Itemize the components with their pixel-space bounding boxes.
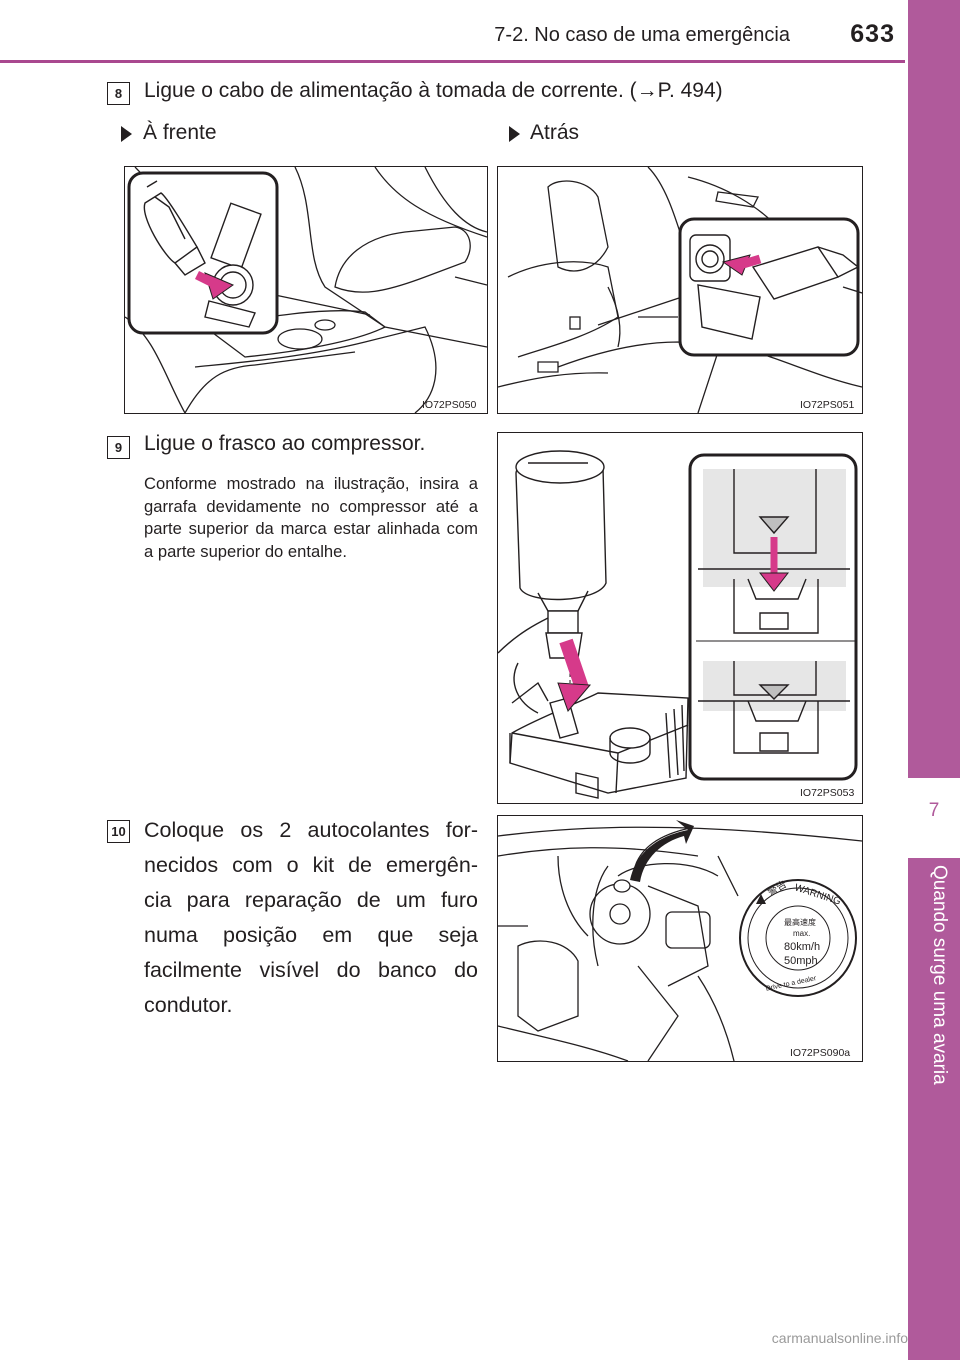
figure-code: IO72PS051 bbox=[800, 399, 855, 411]
step-number-9: 9 bbox=[107, 436, 130, 459]
front-console-illustration bbox=[125, 167, 487, 413]
figure-code: IO72PS053 bbox=[800, 787, 855, 799]
chapter-number: 7 bbox=[928, 800, 940, 821]
chapter-title: Quando surge uma avaria bbox=[929, 865, 950, 1085]
triangle-bullet-icon bbox=[509, 126, 520, 142]
footer-watermark: carmanualsonline.info bbox=[771, 1330, 908, 1346]
step-10-line: necidos com o kit de emergên- bbox=[144, 853, 478, 877]
step-8-text: Ligue o cabo de alimentação à tomada de … bbox=[144, 79, 723, 102]
page-number: 633 bbox=[850, 20, 895, 48]
figure-sticker-placement: 警告 WARNING 最高速度 max. 80km/h 50mph Drive … bbox=[497, 815, 863, 1062]
figure-rear-outlet: IO72PS051 bbox=[497, 166, 863, 414]
step-10-line: Coloque os 2 autocolantes for- bbox=[144, 818, 478, 842]
step-10-line: numa posição em que seja bbox=[144, 923, 478, 947]
view-label-front: À frente bbox=[143, 121, 217, 144]
step-10-line: condutor. bbox=[144, 993, 233, 1017]
triangle-bullet-icon bbox=[121, 126, 132, 142]
sticker-max: max. bbox=[793, 929, 810, 938]
step-10-line: facilmente visível do banco do bbox=[144, 958, 478, 982]
step-number-8: 8 bbox=[107, 82, 130, 105]
dashboard-illustration: 警告 WARNING 最高速度 max. 80km/h 50mph Drive … bbox=[498, 820, 862, 1061]
step-10-line: cia para reparação de um furo bbox=[144, 888, 478, 912]
sticker-speed-jp: 最高速度 bbox=[784, 917, 816, 927]
step-number-10: 10 bbox=[107, 820, 130, 843]
bottle-compressor-illustration bbox=[498, 450, 858, 799]
rear-console-illustration bbox=[498, 167, 862, 413]
view-label-rear: Atrás bbox=[530, 121, 580, 144]
sticker-mph: 50mph bbox=[784, 955, 818, 967]
header-rule bbox=[0, 60, 905, 63]
chapter-number-box bbox=[908, 778, 960, 858]
figure-code: IO72PS090a bbox=[790, 1047, 851, 1059]
figure-front-outlet: IO72PS050 bbox=[124, 166, 488, 414]
chapter-side-tab bbox=[908, 0, 960, 1360]
step-9-detail: Conforme mostrado na ilustração, insira … bbox=[144, 474, 478, 561]
figure-bottle-compressor: IO72PS053 bbox=[497, 432, 863, 804]
sticker-kmh: 80km/h bbox=[784, 941, 820, 953]
step-10-text: Coloque os 2 autocolantes for- necidos c… bbox=[144, 813, 478, 1023]
section-title: 7-2. No caso de uma emergência bbox=[494, 24, 790, 46]
step-9-text: Ligue o frasco ao compressor. bbox=[144, 432, 426, 455]
figure-code: IO72PS050 bbox=[422, 399, 477, 411]
